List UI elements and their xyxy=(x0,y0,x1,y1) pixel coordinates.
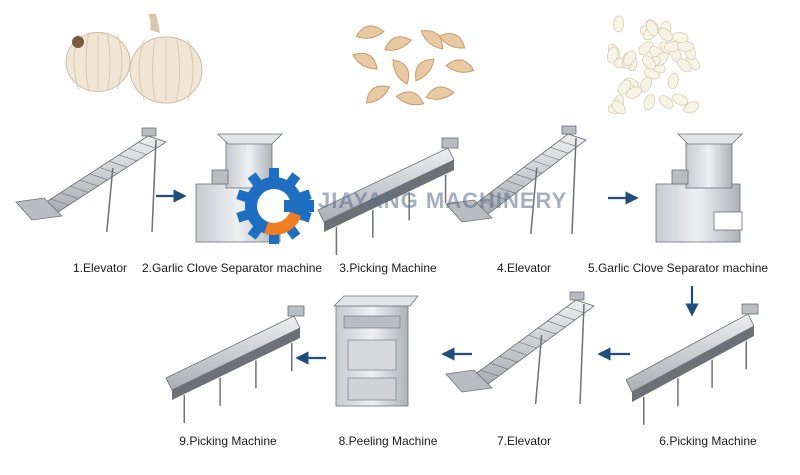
elevator-4-icon xyxy=(445,125,587,235)
picking-3-icon xyxy=(317,137,459,256)
peeler-8-icon xyxy=(333,295,419,407)
step-label-6: 6.Picking Machine xyxy=(659,434,757,448)
step-label-1: 1.Elevator xyxy=(72,261,128,275)
gear-logo-icon xyxy=(236,168,314,244)
garlic-bulb-icon xyxy=(65,14,203,104)
step-label-2: 2.Garlic Clove Separator machine xyxy=(141,261,323,275)
elevator-7-icon xyxy=(445,291,595,405)
peeled-garlic-icon xyxy=(606,15,701,115)
step-label-7: 7.Elevator xyxy=(496,434,552,448)
step-label-8: 8.Peeling Machine xyxy=(338,434,438,448)
step-label-9: 9.Picking Machine xyxy=(179,434,277,448)
picking-9-icon xyxy=(165,305,305,424)
step-label-5: 5.Garlic Clove Separator machine xyxy=(587,261,769,275)
step-label-4: 4.Elevator xyxy=(496,261,552,275)
step-label-3: 3.Picking Machine xyxy=(339,261,437,275)
garlic-clove-icon xyxy=(352,25,475,106)
watermark-text: JIAYANG MACHINERY xyxy=(318,188,568,213)
picking-6-icon xyxy=(625,303,759,425)
separator-5-icon xyxy=(655,133,743,243)
elevator-1-icon xyxy=(15,127,167,233)
